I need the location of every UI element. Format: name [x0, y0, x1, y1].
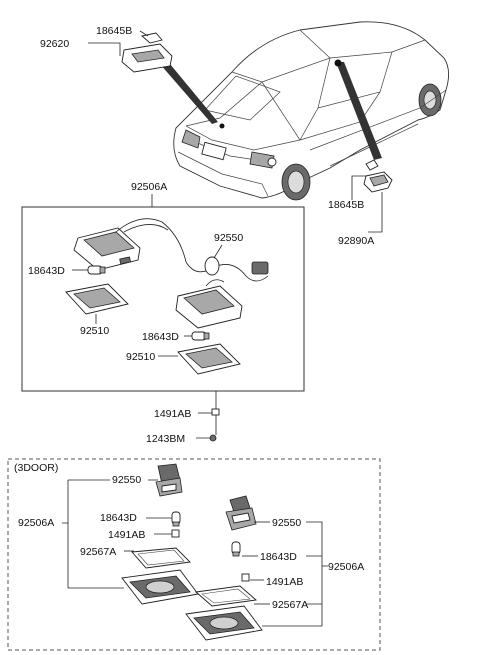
label-1491AB-3d-left: 1491AB — [108, 529, 145, 541]
leader-18645B-top — [139, 30, 149, 37]
leader-18645B-right — [351, 175, 366, 200]
lamp-housing-left — [73, 227, 141, 271]
label-1491AB-main: 1491AB — [154, 408, 191, 420]
screw-1491AB — [211, 408, 220, 416]
bulb-18643D-3d-left — [171, 511, 181, 527]
label-92620: 92620 — [40, 38, 69, 50]
housing-92506A-3d-left — [121, 569, 199, 605]
wire-harness-2 — [123, 224, 169, 233]
label-92550-3d-right: 92550 — [272, 517, 301, 529]
bulb-18643D-3d-right — [231, 541, 241, 557]
label-1491AB-3d-right: 1491AB — [266, 576, 303, 588]
label-92550-main: 92550 — [214, 232, 243, 244]
label-92567A-3d-right: 92567A — [272, 599, 308, 611]
socket-92550-right — [225, 495, 257, 531]
housing-92506A-3d-right — [185, 605, 263, 641]
gasket-92567A-right — [194, 585, 258, 607]
car-roof-lamp-marker — [334, 59, 342, 67]
label-92506A-3d-right: 92506A — [328, 561, 364, 573]
label-92510-mid: 92510 — [126, 351, 155, 363]
label-92550-3d-left: 92550 — [112, 474, 141, 486]
label-92506A-3d-left: 92506A — [18, 517, 54, 529]
wire-harness — [115, 218, 269, 282]
section-3door-label: (3DOOR) — [14, 462, 58, 474]
bracket-92506A-3d-left — [62, 479, 124, 589]
lamp-housing-right — [175, 279, 243, 329]
label-92567A-3d-left: 92567A — [80, 546, 116, 558]
label-18645B-right: 18645B — [328, 199, 364, 211]
leader-ribbon-top — [160, 64, 218, 124]
section-3door-box — [7, 458, 381, 651]
label-92506A-main: 92506A — [131, 181, 167, 193]
screw-1491AB-3d-left — [171, 529, 180, 538]
label-18645B-top: 18645B — [96, 25, 132, 37]
label-18643D-3d-left: 18643D — [100, 512, 137, 524]
leader-1243BM — [196, 415, 217, 439]
grommet-92550 — [204, 256, 220, 276]
car-plate-lamp-marker — [219, 123, 225, 129]
car-illustration — [173, 21, 449, 201]
leader-92620 — [88, 42, 121, 56]
label-18643D-left: 18643D — [28, 265, 65, 277]
leader-92550-main — [213, 244, 223, 259]
connector — [251, 261, 269, 275]
label-92890A: 92890A — [338, 235, 374, 247]
bulb-18643D-left — [87, 265, 106, 275]
part-92890A — [363, 159, 393, 193]
bracket-92506A-3d-right — [262, 521, 328, 627]
lens-92510-left — [65, 283, 129, 315]
gasket-92567A-left — [131, 547, 191, 569]
assembly-box-92506A — [21, 206, 305, 392]
label-1243BM: 1243BM — [146, 433, 185, 445]
label-18643D-3d-right: 18643D — [260, 551, 297, 563]
lens-92510-mid — [177, 343, 241, 375]
leader-92890A — [368, 192, 383, 233]
label-92510-left: 92510 — [80, 325, 109, 337]
screw-1243BM — [209, 434, 217, 442]
leader-ribbon-right — [336, 62, 382, 160]
label-18643D-mid: 18643D — [142, 331, 179, 343]
socket-92550-left — [155, 463, 183, 497]
part-92620 — [121, 32, 173, 73]
screw-1491AB-3d-right — [241, 573, 250, 582]
bulb-18643D-mid — [191, 331, 210, 341]
